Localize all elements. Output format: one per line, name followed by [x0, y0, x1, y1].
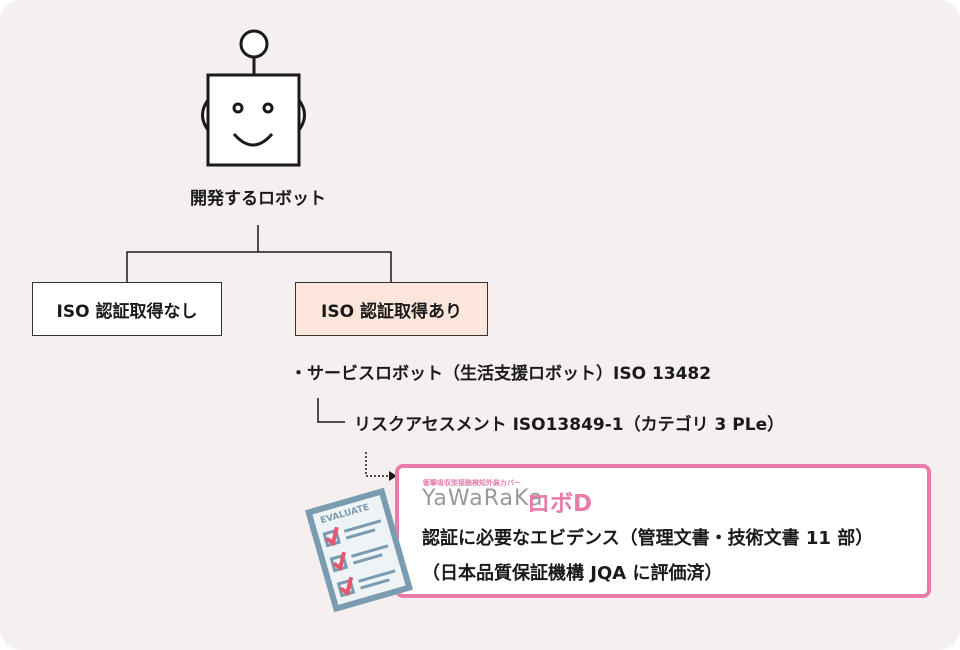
logo-tagline: 衝撃吸収型接触検知外装カバー [423, 479, 521, 487]
logo-name: YaWaRaKa [422, 486, 544, 511]
branch-no-iso: ISO 認証取得なし [32, 282, 222, 336]
logo-mark: ロボD [527, 491, 593, 517]
evidence-line2: （日本品質保証機構 JQA に評価済） [422, 563, 723, 584]
checklist-icon [322, 519, 396, 598]
robot-icon [201, 29, 306, 167]
evidence-box: 衝撃吸収型接触検知外装カバー YaWaRaKa ロボD 認証に必要なエビデンス（… [395, 464, 931, 598]
service-robot-text: ・サービスロボット（生活支援ロボット）ISO 13482 [290, 364, 712, 384]
evidence-line1: 認証に必要なエビデンス（管理文書・技術文書 11 部） [422, 528, 874, 549]
risk-assessment-text: リスクアセスメント ISO13849-1（カテゴリ 3 PLe） [354, 415, 785, 435]
robot-label: 開発するロボット [190, 189, 326, 209]
dotted-arrow [365, 452, 390, 477]
clipboard-icon: EVALUATE [304, 487, 414, 613]
branch-with-iso: ISO 認証取得あり [295, 282, 488, 336]
